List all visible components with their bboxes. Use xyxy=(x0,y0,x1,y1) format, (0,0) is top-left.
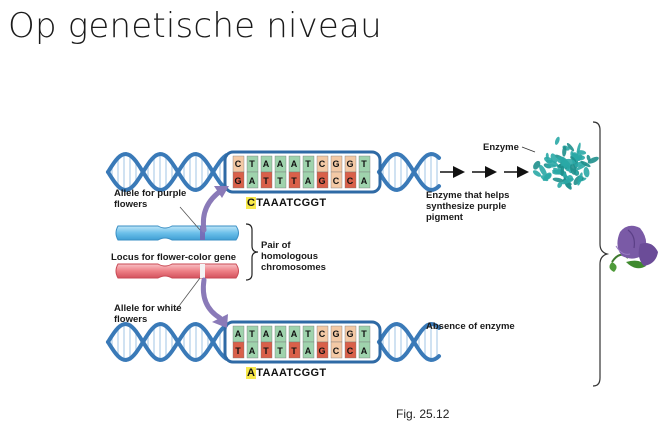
base-letter-bottom: C xyxy=(333,346,340,356)
label-absence: Absence of enzyme xyxy=(426,321,515,332)
base-pair-bottom xyxy=(330,171,343,189)
base-pair-bottom xyxy=(260,341,273,359)
base-letter-bottom: G xyxy=(318,346,325,356)
chromosome-white xyxy=(115,263,239,279)
enzyme-pointer xyxy=(521,146,536,153)
base-pair-bottom xyxy=(232,171,245,189)
base-letter-top: A xyxy=(291,329,298,339)
enzyme-protein-icon xyxy=(532,136,599,190)
base-letter-top: A xyxy=(263,159,270,169)
label-enzyme: Enzyme xyxy=(483,142,519,153)
base-letter-bottom: C xyxy=(333,176,340,186)
label-homologous-pair: Pair of homologous chromosomes xyxy=(261,240,326,273)
base-pair-bottom xyxy=(344,171,357,189)
base-letter-bottom: G xyxy=(234,176,241,186)
base-pair-bottom xyxy=(330,341,343,359)
bottom-sequence: ATAAATCGGT xyxy=(246,367,326,379)
base-letter-bottom: G xyxy=(318,176,325,186)
pointer-line xyxy=(179,206,201,231)
bottom-sequence-rest: TAAATCGGT xyxy=(256,367,327,379)
base-pair-bottom xyxy=(288,341,301,359)
base-letter-bottom: A xyxy=(305,176,312,186)
base-letter-top: A xyxy=(291,159,298,169)
homologous-bracket xyxy=(245,223,259,281)
label-allele-white: Allele for white flowers xyxy=(114,303,182,325)
base-letter-bottom: A xyxy=(249,176,256,186)
chromosome-purple xyxy=(115,225,239,241)
base-pair-bottom xyxy=(302,171,315,189)
outcome-bracket xyxy=(592,121,610,387)
base-letter-top: C xyxy=(319,329,326,339)
pointer-line xyxy=(175,277,201,311)
base-letter-bottom: T xyxy=(235,346,241,356)
arrow-head-icon xyxy=(214,186,229,198)
base-pair-bottom xyxy=(246,171,259,189)
base-letter-top: C xyxy=(319,159,326,169)
base-letter-top: G xyxy=(332,329,339,339)
base-letter-top: T xyxy=(305,329,311,339)
base-letter-top: A xyxy=(277,159,284,169)
base-letter-top: T xyxy=(249,329,255,339)
base-letter-top: A xyxy=(263,329,270,339)
base-letter-top: A xyxy=(277,329,284,339)
base-pair-bottom xyxy=(232,341,245,359)
bottom-dna-helix xyxy=(106,321,441,363)
base-letter-top: T xyxy=(361,159,367,169)
base-letter-top: A xyxy=(235,329,242,339)
base-letter-top: T xyxy=(305,159,311,169)
base-pair-bottom xyxy=(274,341,287,359)
base-letter-bottom: C xyxy=(347,176,354,186)
base-letter-top: T xyxy=(361,329,367,339)
base-pair-bottom xyxy=(302,341,315,359)
base-pair-bottom xyxy=(316,341,329,359)
curved-arrow-down-icon xyxy=(200,277,223,321)
base-pair-bottom xyxy=(358,341,371,359)
base-pair-bottom xyxy=(288,171,301,189)
label-enzyme-that: Enzyme that helps synthesize purple pigm… xyxy=(426,190,510,223)
base-letter-bottom: C xyxy=(347,346,354,356)
figure-caption: Fig. 25.12 xyxy=(396,407,450,421)
base-pair-bottom xyxy=(274,171,287,189)
base-letter-bottom: T xyxy=(277,176,283,186)
base-letter-bottom: T xyxy=(291,176,297,186)
base-letter-bottom: A xyxy=(361,176,368,186)
base-letter-bottom: A xyxy=(305,346,312,356)
base-letter-top: G xyxy=(346,329,353,339)
curved-arrow-up-icon xyxy=(200,187,225,233)
base-letter-top: C xyxy=(235,159,242,169)
top-sequence-mutated-base: C xyxy=(246,197,257,209)
top-sequence-rest: TAAATCGGT xyxy=(256,197,327,209)
base-letter-top: G xyxy=(346,159,353,169)
label-allele-purple: Allele for purple flowers xyxy=(114,188,187,210)
base-pair-bottom xyxy=(344,341,357,359)
base-letter-top: G xyxy=(332,159,339,169)
base-pair-bottom xyxy=(260,171,273,189)
base-letter-bottom: T xyxy=(291,346,297,356)
base-letter-bottom: T xyxy=(263,346,269,356)
base-pair-bottom xyxy=(316,171,329,189)
base-letter-bottom: A xyxy=(361,346,368,356)
top-sequence: CTAAATCGGT xyxy=(246,197,326,209)
arrow-head-icon xyxy=(212,314,228,328)
purple-flower-icon xyxy=(609,225,658,272)
base-pair-bottom xyxy=(358,171,371,189)
label-locus: Locus for flower-color gene xyxy=(111,252,237,263)
top-dna-helix xyxy=(106,151,441,193)
base-letter-bottom: T xyxy=(263,176,269,186)
base-letter-bottom: A xyxy=(249,346,256,356)
bottom-sequence-mutated-base: A xyxy=(246,367,257,379)
slide-title: Op genetische niveau xyxy=(8,6,382,46)
base-letter-top: T xyxy=(249,159,255,169)
base-letter-bottom: T xyxy=(277,346,283,356)
base-pair-bottom xyxy=(246,341,259,359)
